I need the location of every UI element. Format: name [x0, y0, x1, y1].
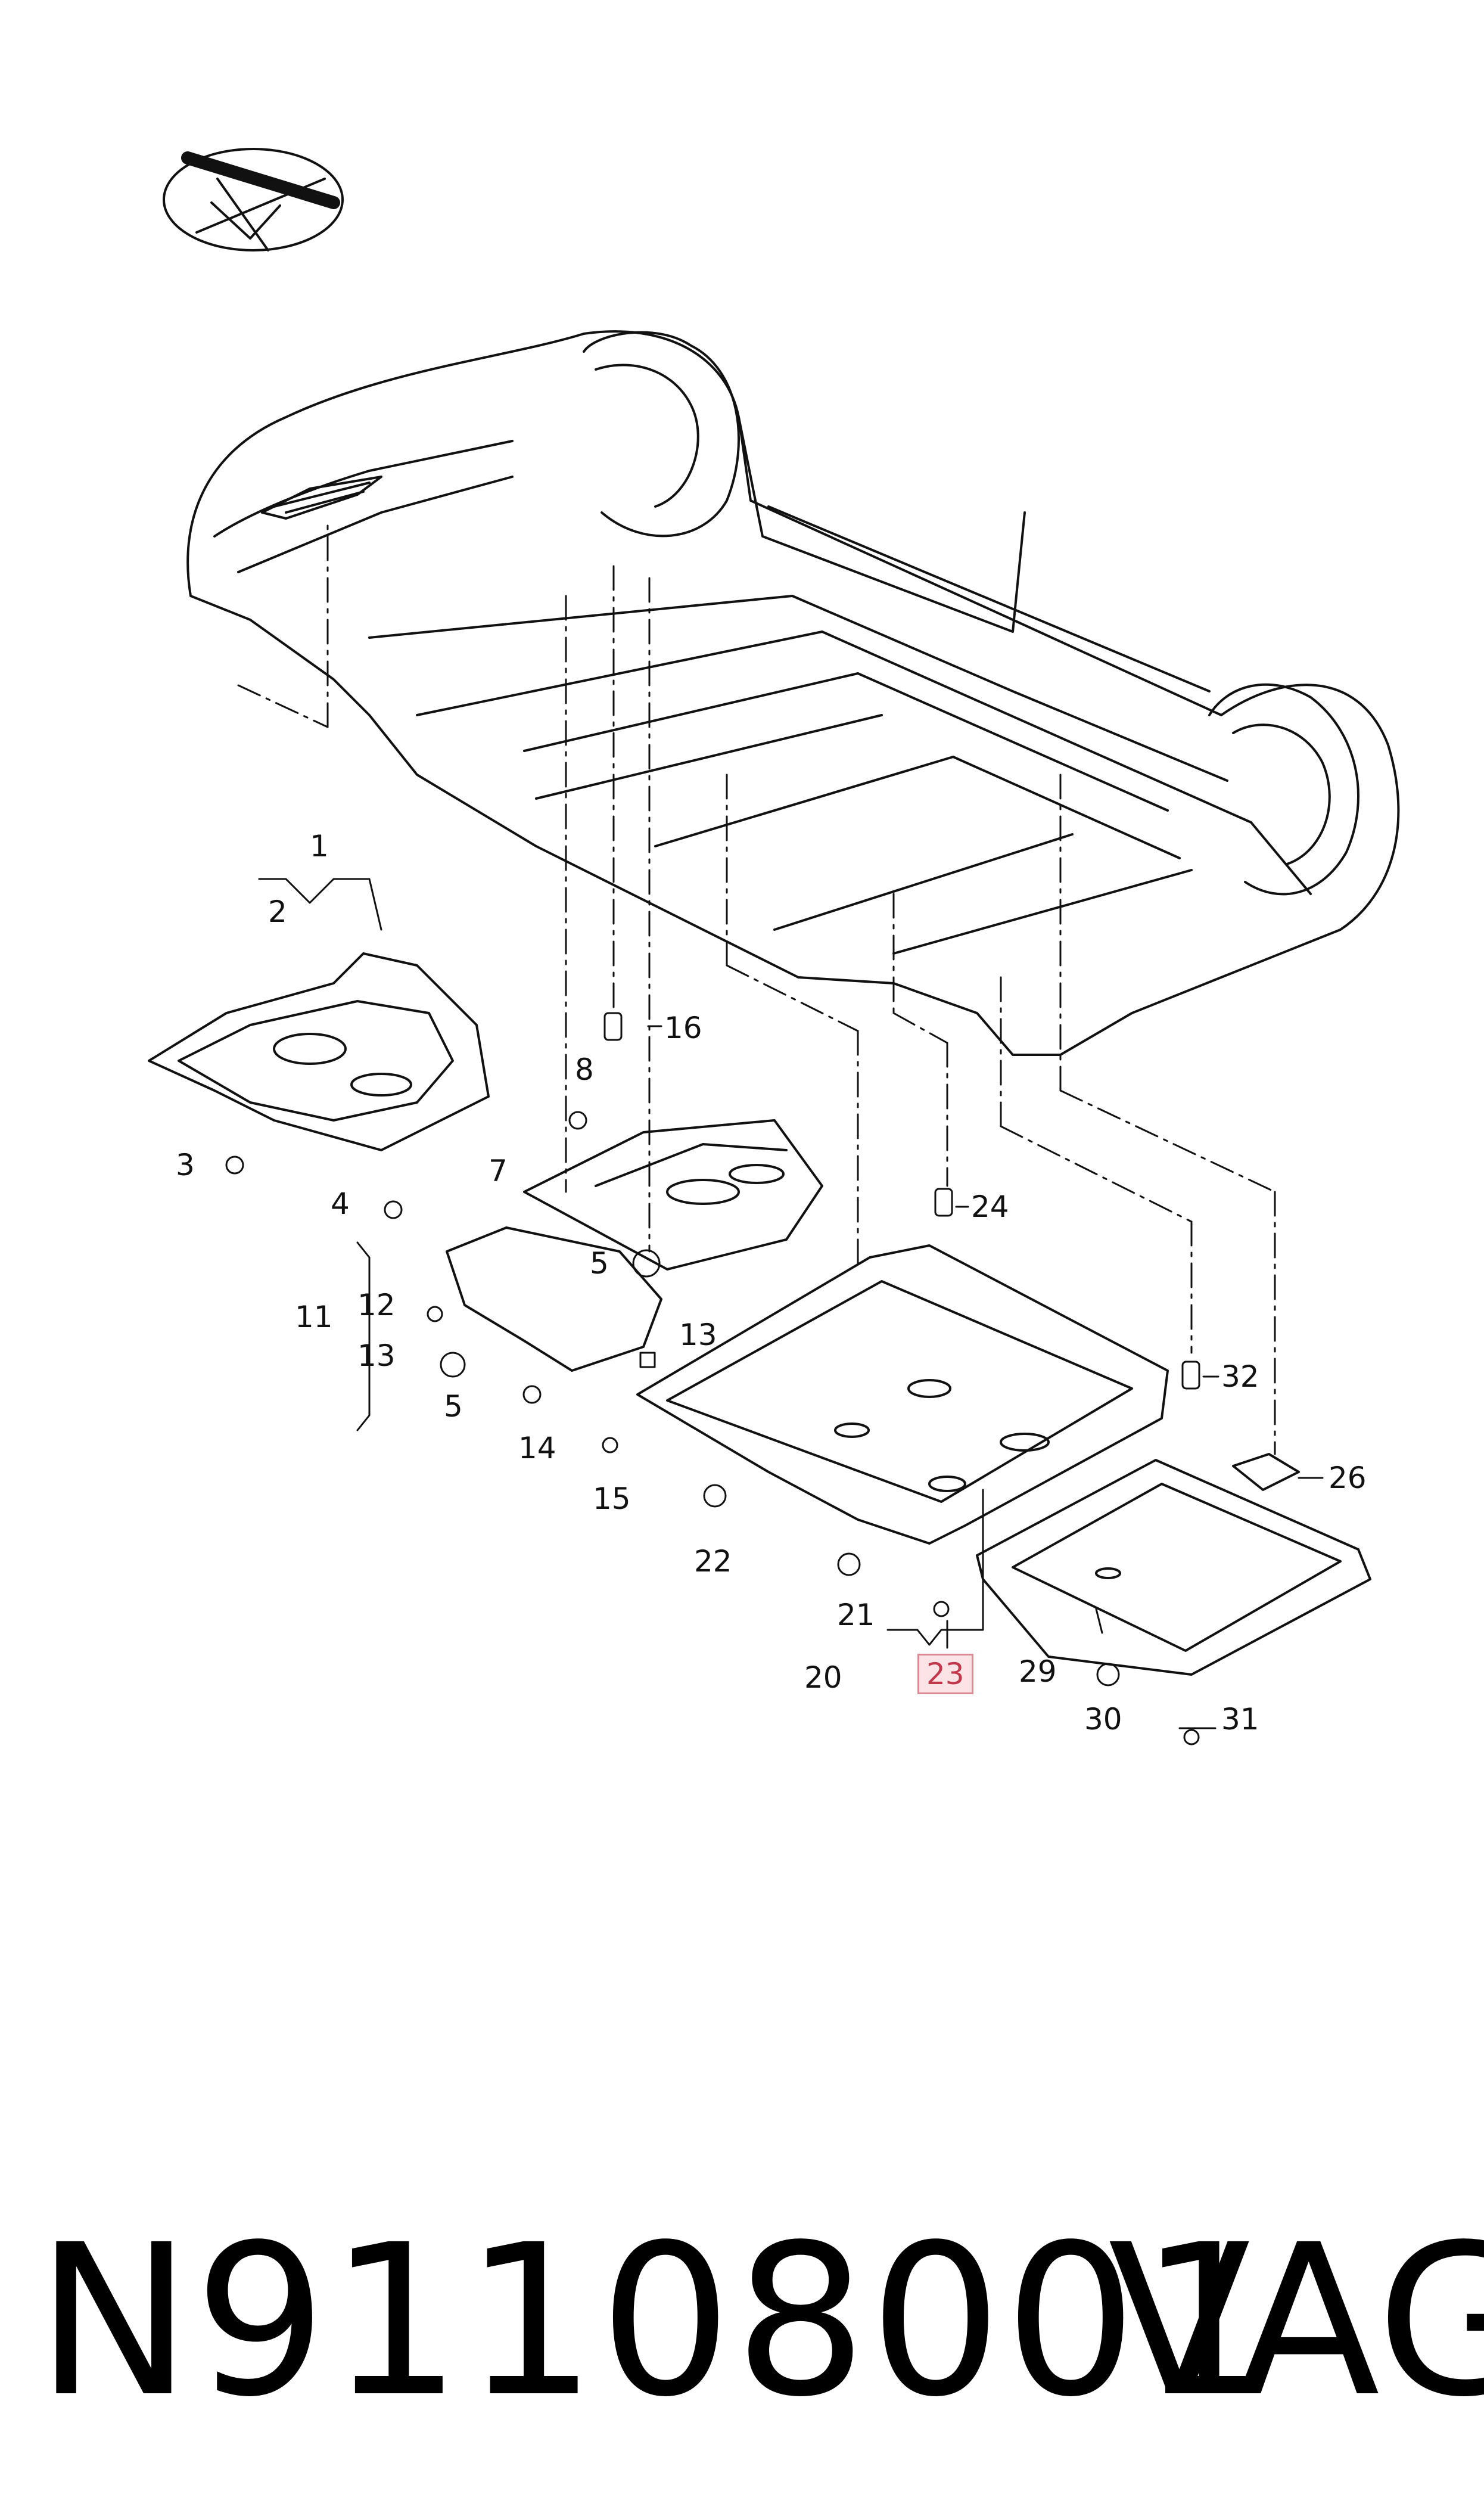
orientation-icon	[163, 148, 344, 251]
callout-24: 24	[971, 1189, 1009, 1224]
part-29-rear-panel	[976, 1459, 1371, 1676]
callout-12: 12	[357, 1288, 396, 1322]
callout-5-upper: 5	[590, 1246, 609, 1281]
fasteners	[225, 1012, 1200, 1745]
callout-30: 30	[1084, 1702, 1122, 1737]
callout-32: 32	[1221, 1359, 1259, 1394]
callout-1: 1	[310, 829, 329, 864]
callout-15: 15	[593, 1481, 631, 1516]
leader-lines	[237, 517, 1276, 1455]
callout-2: 2	[268, 894, 287, 929]
callout-29: 29	[1019, 1654, 1057, 1689]
callout-leaders	[258, 878, 1324, 1729]
callout-26: 26	[1329, 1461, 1367, 1495]
callout-22: 22	[694, 1544, 732, 1579]
part-26-cover	[1232, 1453, 1300, 1491]
callout-14: 14	[518, 1431, 556, 1465]
callout-13-left: 13	[357, 1338, 396, 1373]
part-mid-panels	[446, 1119, 823, 1372]
callout-7: 7	[489, 1154, 508, 1188]
part-1-front-undertray	[148, 952, 490, 1151]
callout-13-right: 13	[679, 1318, 717, 1352]
part-number-caption: N91108001	[36, 2200, 1275, 2443]
car-underbody	[186, 330, 1400, 1056]
brand-caption: VAG	[1108, 2200, 1484, 2443]
callout-3: 3	[176, 1148, 195, 1182]
part-20-center-panel	[636, 1244, 1169, 1545]
callout-31: 31	[1221, 1702, 1259, 1737]
callout-11: 11	[295, 1300, 333, 1334]
callout-5-lower: 5	[444, 1389, 463, 1424]
callout-4: 4	[331, 1186, 350, 1221]
callout-16: 16	[664, 1011, 702, 1045]
callout-23-highlighted[interactable]: 23	[917, 1654, 973, 1694]
callout-21: 21	[837, 1598, 875, 1632]
callout-20: 20	[804, 1660, 842, 1695]
callout-8: 8	[575, 1052, 594, 1087]
